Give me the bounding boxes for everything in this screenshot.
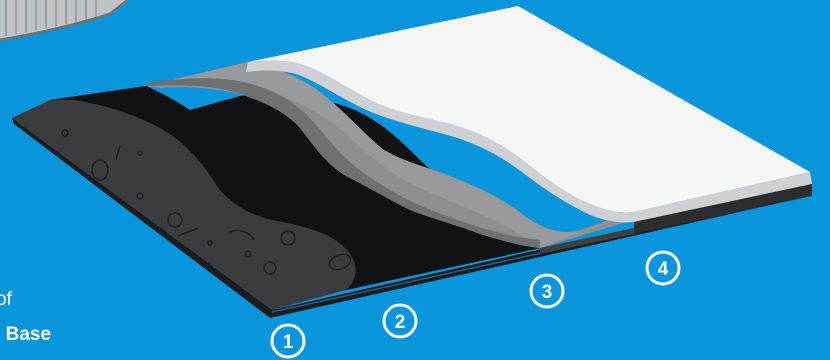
badge-2-number: 2	[395, 312, 406, 333]
layer-badge-2: 2	[384, 305, 416, 337]
caption-line-1: of	[0, 290, 12, 309]
badge-3-number: 3	[542, 282, 553, 303]
layer-badge-4: 4	[647, 252, 679, 284]
caption-line-2: : Base	[0, 325, 51, 344]
layer-stack	[12, 6, 812, 318]
badge-4-number: 4	[658, 259, 669, 280]
top-left-object-fragment	[0, 0, 128, 40]
layer-badge-3: 3	[531, 275, 563, 307]
layer-badge-1: 1	[272, 325, 304, 357]
badge-1-number: 1	[283, 332, 294, 353]
